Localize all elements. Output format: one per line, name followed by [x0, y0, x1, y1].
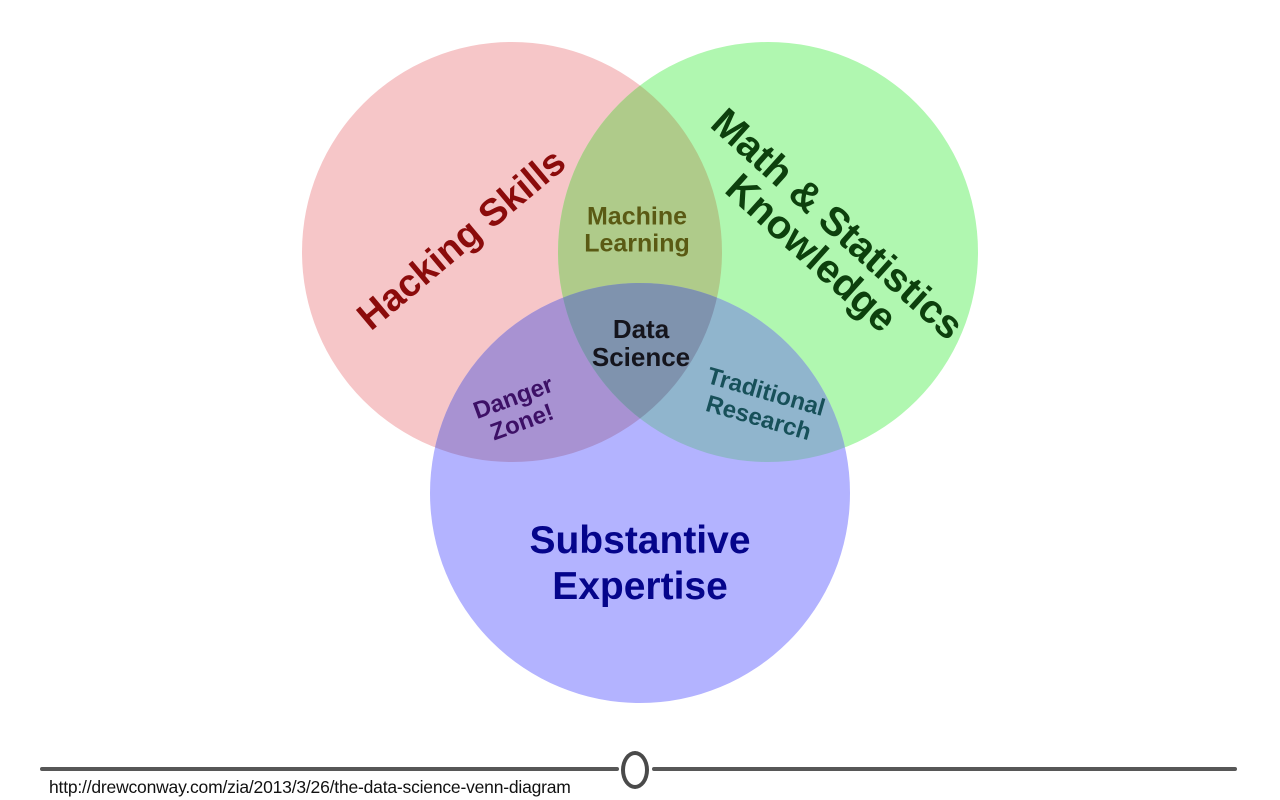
divider-ring-marker [621, 751, 649, 789]
divider-line-left [40, 767, 619, 771]
traditional-research-region-fill [558, 283, 850, 462]
venn-diagram [302, 42, 978, 703]
danger-zone-region [430, 283, 722, 462]
source-url-link[interactable]: http://drewconway.com/zia/2013/3/26/the-… [49, 777, 571, 797]
divider-line-right [652, 767, 1237, 771]
danger-zone-region-fill [430, 283, 722, 462]
traditional-research-region [558, 283, 850, 462]
